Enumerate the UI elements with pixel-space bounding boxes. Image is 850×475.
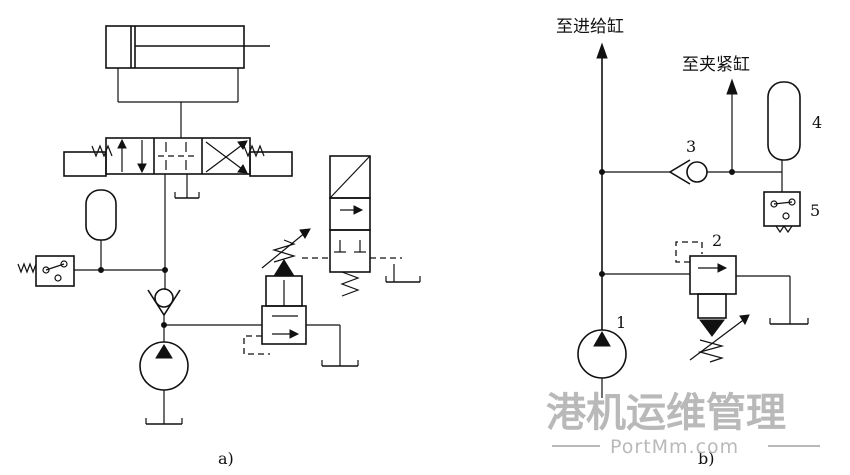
accumulator-4 — [767, 81, 801, 192]
hydraulic-cylinder — [105, 25, 270, 138]
check-valve-3 — [668, 159, 782, 185]
unloading-valve-2 — [675, 241, 809, 363]
up-arrow-icon — [596, 42, 608, 59]
relief-valve — [164, 228, 359, 367]
watermark-title: 港机运维管理 — [546, 390, 786, 436]
panel-b-label: b) — [698, 449, 714, 468]
label-num-2: 2 — [712, 231, 722, 250]
directional-valve — [63, 137, 293, 290]
hydraulic-pump — [139, 330, 189, 425]
label-to-clamp-cylinder: 至夹紧缸 — [682, 54, 750, 75]
label-num-5: 5 — [810, 201, 820, 220]
label-to-feed-cylinder: 至进给缸 — [556, 16, 624, 37]
watermark: 港机运维管理 PortMm.com — [546, 390, 820, 458]
panel-a-label: a) — [218, 449, 234, 468]
accumulator — [85, 189, 117, 270]
solenoid-valve — [302, 155, 421, 297]
label-num-3: 3 — [686, 137, 696, 156]
pressure-switch-5 — [763, 191, 801, 234]
panel-a-circuit: a) — [17, 25, 421, 468]
clamp-arrow-icon — [726, 78, 738, 95]
label-num-4: 4 — [812, 113, 822, 132]
hydraulic-pump-1 — [577, 329, 627, 398]
pressure-switch — [17, 255, 168, 287]
check-valve — [147, 288, 181, 330]
watermark-site: PortMm.com — [610, 436, 739, 458]
panel-b-circuit: 至进给缸 3 至夹紧缸 4 5 — [556, 16, 822, 468]
label-num-1: 1 — [616, 313, 626, 332]
